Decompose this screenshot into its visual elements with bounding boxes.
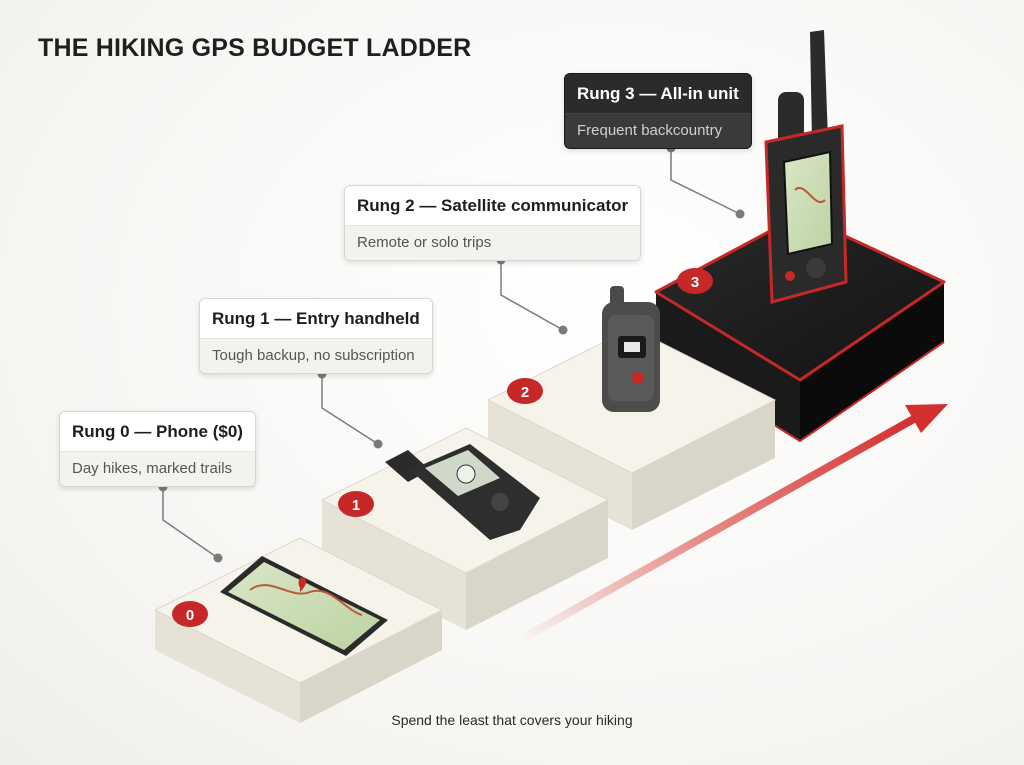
step-number-0: 0 (186, 607, 194, 624)
handheld-gps-icon (385, 444, 540, 540)
satellite-communicator-icon (602, 286, 660, 412)
step-3 (654, 213, 946, 443)
rung-3-title: Rung 3 — All-in unit (565, 74, 751, 114)
rung-3-callout: Rung 3 — All-in unit Frequent backcountr… (564, 73, 752, 149)
step-number-1: 1 (352, 497, 360, 514)
rung-2-callout: Rung 2 — Satellite communicator Remote o… (344, 185, 642, 261)
rung-1-subtitle: Tough backup, no subscription (200, 339, 432, 373)
rung-2-subtitle: Remote or solo trips (345, 226, 641, 260)
rung-1-callout: Rung 1 — Entry handheld Tough backup, no… (199, 298, 433, 374)
diagram-title: THE HIKING GPS BUDGET LADDER (38, 34, 472, 62)
ladder-caption: Spend the least that covers your hiking (391, 712, 633, 728)
rung-0-subtitle: Day hikes, marked trails (60, 452, 255, 486)
smartphone-map-icon (220, 556, 388, 656)
step-number-3: 3 (691, 274, 699, 291)
step-badge-2: 2 (507, 378, 543, 404)
step-badge-1: 1 (338, 491, 374, 517)
step-number-2: 2 (521, 384, 529, 401)
step-badge-0: 0 (172, 601, 208, 627)
rung-0-title: Rung 0 — Phone ($0) (60, 412, 255, 452)
rung-3-subtitle: Frequent backcountry (565, 114, 751, 148)
rung-0-callout: Rung 0 — Phone ($0) Day hikes, marked tr… (59, 411, 256, 487)
advanced-gps-unit-icon (764, 30, 848, 304)
leader-lines (162, 148, 741, 559)
step-badge-3: 3 (677, 268, 713, 294)
budget-arrow (516, 404, 948, 644)
rung-1-title: Rung 1 — Entry handheld (200, 299, 432, 339)
rung-2-title: Rung 2 — Satellite communicator (345, 186, 641, 226)
